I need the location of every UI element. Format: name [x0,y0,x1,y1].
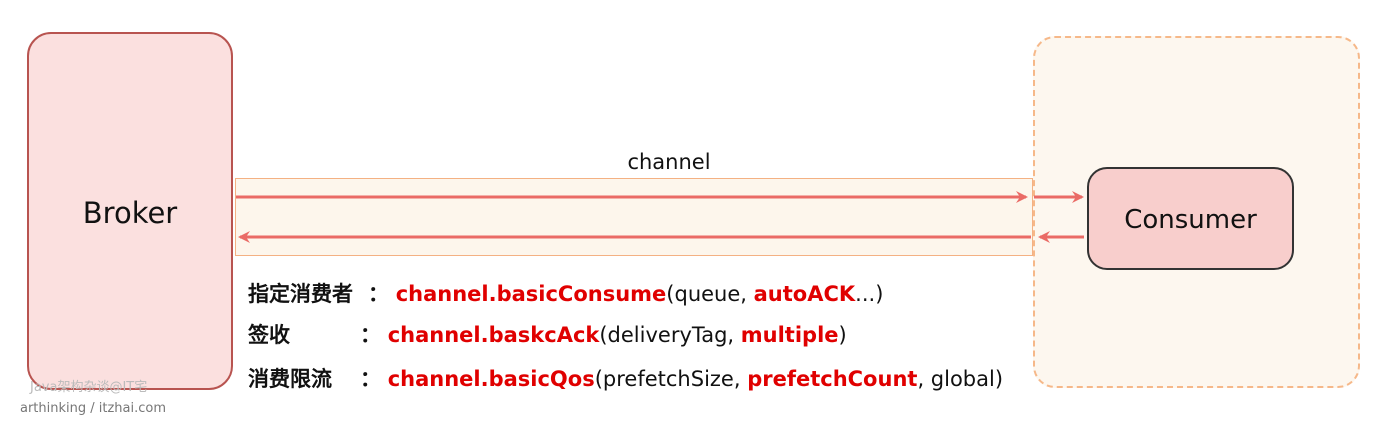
api-params-open: (queue, [666,282,754,306]
api-colon: ： [360,323,381,347]
channel-label: channel [627,150,711,174]
watermark-line2: arthinking / itzhai.com [20,401,167,416]
api-desc: 指定消费者 [248,282,353,306]
api-desc: 签收 [248,323,290,347]
api-colon: ： [360,367,381,391]
broker-box [27,32,233,390]
consumer-label: Consumer [1124,205,1257,235]
api-params-open: (prefetchSize, [594,367,748,391]
api-param-highlight: autoACK [753,282,856,306]
channel-band [235,178,1033,256]
api-method: channel.basicQos [387,367,595,391]
broker-label: Broker [82,196,178,230]
api-row-qos: 消费限流 ： channel.basicQos(prefetchSize, pre… [248,365,1003,393]
api-desc: 消费限流 [248,367,332,391]
api-method: channel.baskcAck [387,323,600,347]
api-params-close: ) [838,323,847,347]
api-params-close: , global) [917,367,1004,391]
api-params-open: (deliveryTag, [599,323,741,347]
api-colon: ： [368,282,389,306]
consumer-box [1087,167,1294,270]
api-params-close: ...) [855,282,884,306]
api-param-highlight: multiple [740,323,839,347]
api-param-highlight: prefetchCount [747,367,918,391]
api-row-ack: 签收 ： channel.baskcAck(deliveryTag, multip… [248,321,847,349]
api-row-consume: 指定消费者 ： channel.basicConsume(queue, autoA… [248,280,883,308]
api-method: channel.basicConsume [395,282,667,306]
watermark-line1: Java架构杂谈@IT宅 [30,380,148,395]
